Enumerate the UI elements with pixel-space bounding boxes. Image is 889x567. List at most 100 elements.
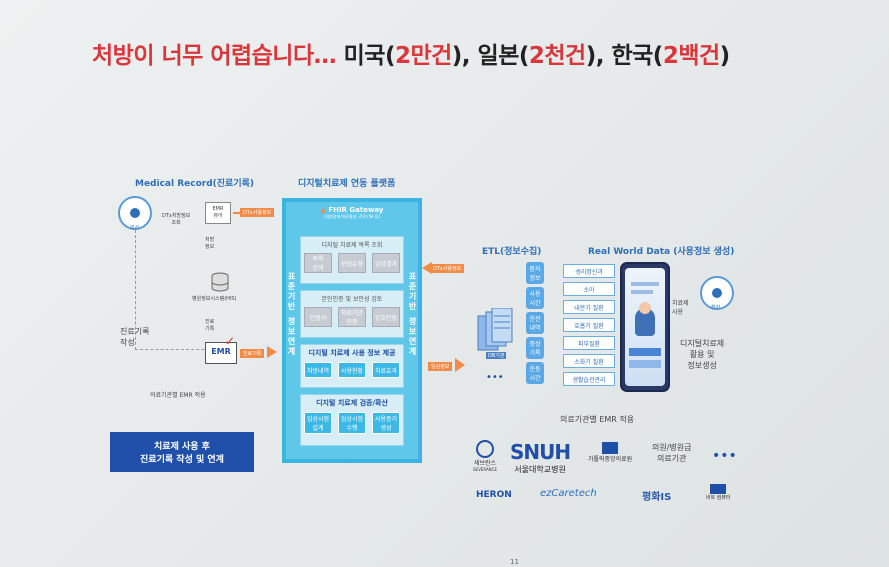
- etl-pill-exercise: 운동 시간: [526, 362, 544, 384]
- section4-title: 디지털 치료제 검증/확산: [316, 399, 388, 407]
- emr-viewer-box: EMR 뷰어: [205, 202, 231, 224]
- severance-seal-icon: [476, 440, 494, 458]
- etl-pill-patient: 환자 정보: [526, 262, 544, 284]
- platform-container: ▲ FHIR Gateway (처방정보/치료결과, 진료기록 등) 표준기반 …: [282, 198, 422, 463]
- emr-label: EMR: [211, 347, 231, 356]
- rwd-item-list: 생리정신과 소아 내분기 질환 호흡기 질환 피부질환 소화기 질환 생활습관관…: [563, 264, 615, 386]
- trial-run-button[interactable]: 임상시험 수행: [338, 412, 366, 434]
- phone-face-icon: [639, 302, 651, 314]
- prescription-info-label: 처방 정보: [205, 237, 215, 250]
- etl-pill-list: 환자 정보 사용 시간 운전 내역 증상 기록 운동 시간: [526, 262, 544, 384]
- section-validation: 디지털 치료제 검증/확산 임상시험 설계 임상시험 수행 사용증거 생성: [300, 394, 404, 446]
- record-write-label: 진료기록 작성: [120, 327, 150, 347]
- emr-apply-label: 의료기관별 EMR 적용: [150, 392, 206, 399]
- etl-pill-symptom: 증상 기록: [526, 337, 544, 359]
- etl-heading: ETL(정보수집): [482, 247, 542, 257]
- patient-head-icon: [712, 288, 722, 298]
- prescription-history-button[interactable]: 처방내역: [304, 362, 332, 378]
- title-part4: ), 일본(: [451, 43, 530, 69]
- heron-logo: HERON: [476, 490, 512, 500]
- title-part5: 2천건: [528, 43, 586, 69]
- title-part1: 처방이 너무 어렵습니다…: [92, 43, 344, 69]
- check-icon: ✓: [225, 334, 236, 348]
- certificate-button[interactable]: 인증서: [304, 307, 332, 327]
- gateway-header: ▲ FHIR Gateway (처방정보/치료결과, 진료기록 등): [292, 206, 412, 228]
- logo-dots: •••: [712, 448, 737, 464]
- etl-dots: •••: [486, 372, 504, 383]
- doctor-head-icon: [130, 208, 140, 218]
- rwd-item-skin: 피부질환: [563, 336, 615, 350]
- rwd-item-lifestyle: 생활습관관리: [563, 372, 615, 386]
- section-auth: 본인인증 및 보안성 검토 인증서 의료기관 인증 암호인증: [300, 290, 404, 338]
- doctor-avatar: [118, 196, 152, 230]
- bit-logo: 비트 컴퓨터: [706, 484, 731, 501]
- treatment-effect-button[interactable]: 치료효과: [372, 362, 400, 378]
- severance-logo: 세브란스 SEVERANCE: [470, 440, 500, 472]
- insurance-type-button[interactable]: 보험유형: [338, 253, 366, 273]
- clinical-out-tag: 임상정보: [428, 362, 453, 371]
- title-part8: ): [719, 43, 731, 69]
- catholic-icon: [602, 442, 619, 454]
- emr-apply-label-2: 의료기관별 EMR 적용: [560, 415, 635, 424]
- catholic-name: 가톨릭중앙의료원: [588, 456, 633, 463]
- his-db-icon: [210, 272, 230, 292]
- page-number: 11: [510, 558, 519, 566]
- list-search-button[interactable]: 목록 검색: [304, 253, 332, 273]
- phone-line1: [631, 282, 659, 286]
- bit-name: 비트 컴퓨터: [706, 495, 731, 501]
- doctor-label: 의사: [130, 225, 140, 231]
- emr-monitor: EMR: [205, 342, 237, 364]
- treatment-use-label: 치료제 사용: [672, 300, 689, 316]
- snuh-sub: 서울대학교병원: [514, 465, 566, 474]
- left-dashed-frame: [135, 230, 235, 350]
- db-label: DB기관: [486, 352, 507, 359]
- snuh-logo: SNUH 서울대학교병원: [510, 440, 571, 475]
- section-usage-info: 디지털 치료제 사용 정보 제공 처방내역 사용현황 치료효과: [300, 344, 404, 388]
- section-list-lookup: 디지털 치료제 목록 조회 목록 검색 보험유형 임상결과: [300, 236, 404, 284]
- crypto-auth-button[interactable]: 암호인증: [372, 307, 400, 327]
- evidence-gen-button[interactable]: 사용증거 생성: [372, 412, 400, 434]
- title-part7: 2백건: [662, 43, 720, 69]
- medical-record-heading: Medical Record(진료기록): [135, 179, 254, 189]
- institution-auth-button[interactable]: 의료기관 인증: [338, 307, 366, 327]
- rwd-item-respiratory: 호흡기 질환: [563, 318, 615, 332]
- severance-name: 세브란스: [473, 460, 497, 467]
- clinical-out-arrow-icon: [455, 358, 465, 372]
- post-use-record-box: 치료제 사용 후 진료기록 작성 및 연계: [110, 432, 254, 472]
- trial-design-button[interactable]: 임상시험 설계: [304, 412, 332, 434]
- title-part2: 미국(: [343, 43, 396, 69]
- platform-in-tag: DTx사용정보: [430, 264, 465, 273]
- gateway-text: FHIR Gateway: [328, 206, 384, 214]
- gateway-label: ▲ FHIR Gateway: [292, 206, 412, 214]
- patient-avatar: [700, 276, 734, 310]
- title-part3: 2만건: [394, 43, 452, 69]
- etl-pill-usage-time: 사용 시간: [526, 287, 544, 309]
- section2-title: 본인인증 및 보안성 검토: [321, 296, 383, 303]
- phone-bar1: [629, 348, 661, 356]
- rwd-item-psych: 생리정신과: [563, 264, 615, 278]
- section1-title: 디지털 치료제 목록 조회: [321, 242, 383, 249]
- rwd-item-endocrine: 내분기 질환: [563, 300, 615, 314]
- dtx-usage-tag: DTx사용정보: [240, 208, 275, 217]
- platform-in-arrow-icon: [422, 262, 432, 274]
- rwd-heading: Real World Data (사용정보 생성): [588, 247, 735, 257]
- pyeonghwa-logo: 평화IS: [642, 492, 672, 503]
- clinical-result-button[interactable]: 임상결과: [372, 253, 400, 273]
- right-vert-label: 표준기반 정보연계: [408, 272, 417, 357]
- usage-status-button[interactable]: 사용현황: [338, 362, 366, 378]
- record-tag: 진료기록: [240, 349, 265, 358]
- platform-heading: 디지털치료제 연동 플랫폼: [298, 179, 396, 189]
- phone-screen: [625, 268, 665, 386]
- fire-icon: ▲: [320, 206, 326, 214]
- emr-viewer-label: EMR 뷰어: [212, 206, 224, 219]
- navy-line2: 진료기록 작성 및 연계: [140, 455, 224, 465]
- rwd-item-pediatric: 소아: [563, 282, 615, 296]
- section3-title: 디지털 치료제 사용 정보 제공: [308, 349, 396, 357]
- ezcare-logo: ezCaretech: [540, 488, 597, 499]
- his-label: 병원정보시스템(HIS): [192, 296, 237, 302]
- title-part6: ), 한국(: [585, 43, 664, 69]
- patient-label: 환자: [711, 305, 721, 311]
- dtx-prescription-label: DTx처방정보 조회: [162, 213, 191, 226]
- record-arrow-icon: [267, 346, 277, 358]
- phone-person-icon: [635, 308, 655, 336]
